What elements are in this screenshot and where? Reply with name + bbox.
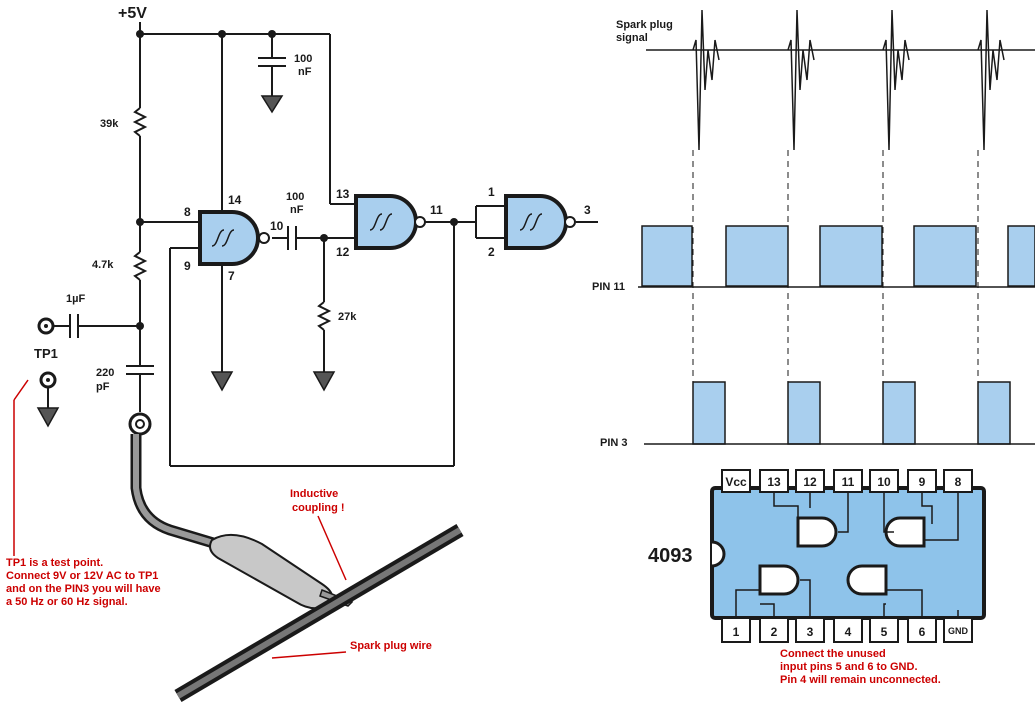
chip-bottom-pin: 5 <box>881 625 888 639</box>
c-coupling-value: 100 <box>286 191 304 203</box>
inductive-note-line: Inductive <box>290 488 338 500</box>
signal-label-line: Spark plug <box>616 19 673 31</box>
pin11-waveform <box>638 225 1035 288</box>
spark-signal-trace <box>646 9 1035 151</box>
pin-label: 9 <box>184 259 191 273</box>
pin-label: 14 <box>228 193 242 207</box>
chip-bottom-pin: 1 <box>733 625 740 639</box>
annotation-pointers <box>13 379 347 659</box>
chip-top-pin: 8 <box>955 475 962 489</box>
spark-plug-wire <box>174 523 464 703</box>
pin-label: 13 <box>336 187 350 201</box>
tp1-terminals <box>37 317 57 389</box>
chip-bottom-pin: 3 <box>807 625 814 639</box>
chip-top-pin: 11 <box>842 475 855 489</box>
probe-cable <box>128 412 354 610</box>
supply-label: +5V <box>118 5 147 22</box>
c-coupling-unit: nF <box>290 204 304 216</box>
pin3-label: PIN 3 <box>600 437 628 449</box>
chip-bottom-pin: 2 <box>771 625 778 639</box>
wire-note: Spark plug wire <box>350 640 432 652</box>
pin-label: 8 <box>184 205 191 219</box>
signal-label-line: signal <box>616 32 648 44</box>
schematic-wires <box>47 22 598 467</box>
nand-gate-3 <box>504 194 576 250</box>
chip-top-pin: 10 <box>877 475 891 489</box>
c-decouple-unit: nF <box>298 66 312 78</box>
pin-label: 1 <box>488 185 495 199</box>
pin-label: 12 <box>336 245 350 259</box>
pin-label: 7 <box>228 269 235 283</box>
c-probe-unit: pF <box>96 381 110 393</box>
r-pull-label: 27k <box>338 311 357 323</box>
chip-top-pin: 9 <box>919 475 926 489</box>
tp-note-line: and on the PIN3 you will have <box>6 583 161 595</box>
r-top-label: 39k <box>100 118 119 130</box>
chip-4093 <box>710 469 986 643</box>
chip-top-pin: 12 <box>803 475 817 489</box>
chip-note-line: Pin 4 will remain unconnected. <box>780 674 941 686</box>
tp1-label: TP1 <box>34 346 58 361</box>
inductive-note-line: coupling ! <box>292 502 345 514</box>
c-decouple-value: 100 <box>294 53 312 65</box>
nand-gate-1 <box>198 210 270 266</box>
tp-note-line: Connect 9V or 12V AC to TP1 <box>6 570 158 582</box>
junction-dots <box>136 30 458 330</box>
chip-note-line: input pins 5 and 6 to GND. <box>780 661 918 673</box>
chip-bottom-pin: 4 <box>845 625 852 639</box>
tp-note-line: a 50 Hz or 60 Hz signal. <box>6 596 128 608</box>
pin11-label: PIN 11 <box>592 281 625 293</box>
nand-gate-2 <box>354 194 426 250</box>
tp-note-line: TP1 is a test point. <box>6 557 103 569</box>
timing-dashes <box>692 150 979 444</box>
ground-symbols <box>36 95 336 428</box>
chip-name: 4093 <box>648 545 693 567</box>
pin-label: 10 <box>270 219 284 233</box>
chip-top-pin: 13 <box>767 475 781 489</box>
c-probe-value: 220 <box>96 367 114 379</box>
pin3-waveform <box>644 381 1035 445</box>
r-mid-label: 4.7k <box>92 259 114 271</box>
pin-label: 11 <box>430 203 443 217</box>
pin-label: 2 <box>488 245 495 259</box>
c-input-label: 1µF <box>66 293 85 305</box>
chip-note-line: Connect the unused <box>780 648 886 660</box>
chip-bottom-pin: GND <box>948 626 969 636</box>
pin-label: 3 <box>584 203 591 217</box>
chip-top-pin: Vcc <box>725 475 747 489</box>
chip-bottom-pin: 6 <box>919 625 926 639</box>
